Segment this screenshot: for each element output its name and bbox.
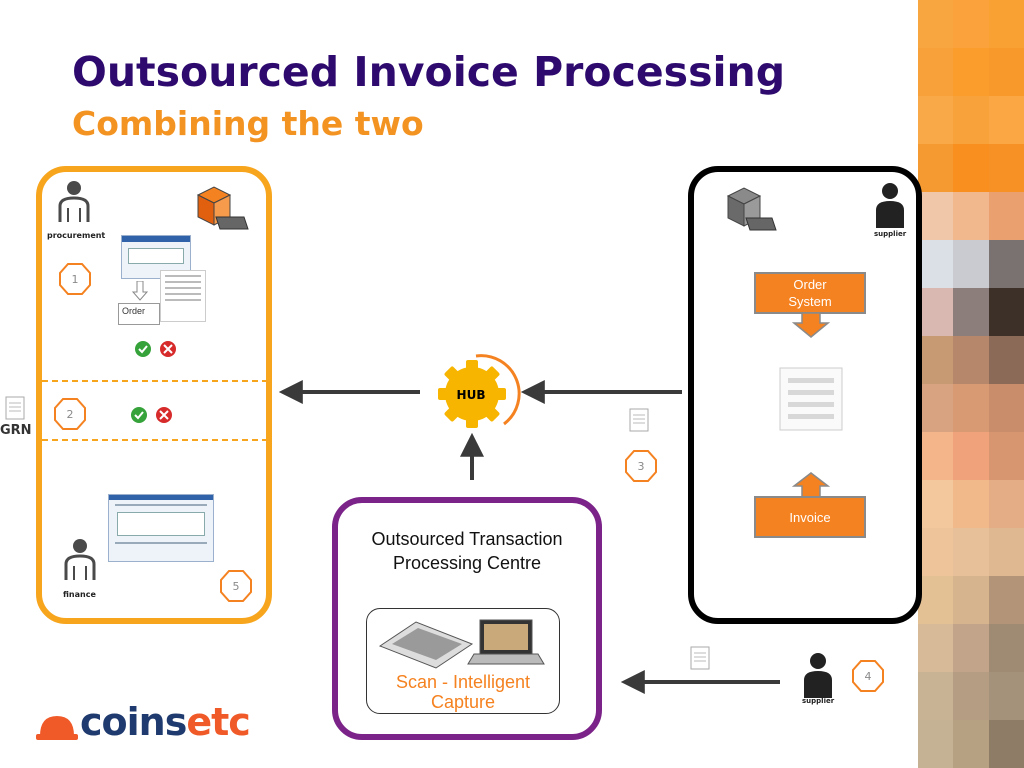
up-arrow-icon (792, 472, 830, 498)
order-label: Order (122, 306, 146, 316)
mosaic-tile (953, 0, 989, 48)
document-icon (629, 408, 649, 432)
document-icon (5, 396, 25, 420)
mosaic-tile (953, 528, 989, 576)
mosaic-tile (918, 528, 954, 576)
procurement-person-icon (58, 181, 90, 222)
mosaic-tile (988, 624, 1024, 672)
mosaic-tile (918, 240, 954, 288)
computer-icon (196, 186, 249, 230)
step-2-badge: 2 (53, 397, 87, 431)
mosaic-tile (918, 96, 954, 144)
supplier-person-icon (804, 653, 832, 698)
step-3-badge: 3 (624, 449, 658, 483)
mosaic-tile (953, 480, 989, 528)
mosaic-tile (953, 192, 989, 240)
mosaic-tile (918, 144, 954, 192)
supplier-panel (688, 166, 922, 624)
mosaic-tile (988, 480, 1024, 528)
mosaic-tile (953, 240, 989, 288)
mosaic-tile (988, 576, 1024, 624)
mosaic-tile (988, 384, 1024, 432)
mosaic-tile (953, 672, 989, 720)
mosaic-tile (988, 288, 1024, 336)
order-list-thumbnail (160, 270, 206, 322)
approve-reject-icons (131, 407, 172, 423)
supplier-label: supplier (802, 697, 835, 705)
mosaic-tile (988, 96, 1024, 144)
decorative-mosaic (918, 0, 1024, 768)
mosaic-tile (988, 432, 1024, 480)
finance-screen-thumbnail (108, 494, 214, 562)
transaction-centre-panel (332, 497, 602, 740)
document-icon (690, 646, 710, 670)
mosaic-tile (988, 192, 1024, 240)
mosaic-tile (988, 528, 1024, 576)
mosaic-tile (988, 144, 1024, 192)
mosaic-tile (988, 720, 1024, 768)
mosaic-tile (918, 192, 954, 240)
finance-person-icon (64, 539, 96, 580)
finance-label: finance (63, 590, 96, 599)
mosaic-tile (953, 288, 989, 336)
mosaic-tile (918, 576, 954, 624)
grn-label: GRN (0, 423, 32, 438)
mosaic-tile (953, 384, 989, 432)
scan-capture-box (366, 608, 560, 714)
page-title: Outsourced Invoice Processing (72, 48, 786, 96)
dashed-divider (42, 380, 268, 382)
mosaic-tile (918, 48, 954, 96)
computer-icon (726, 187, 777, 231)
mosaic-tile (953, 624, 989, 672)
mosaic-tile (918, 624, 954, 672)
hub-label: HUB (456, 388, 486, 402)
mosaic-tile (918, 672, 954, 720)
supplier-person-icon (876, 183, 904, 228)
down-arrow-icon (132, 281, 148, 301)
mosaic-tile (918, 384, 954, 432)
coinsetc-logo: coinsetc (80, 700, 251, 744)
transaction-centre-title: Outsourced Transaction Processing Centre (371, 529, 563, 573)
hard-hat-logo-icon (36, 716, 78, 740)
procurement-label: procurement (47, 231, 106, 240)
mosaic-tile (988, 336, 1024, 384)
step-5-badge: 5 (219, 569, 253, 603)
procurement-finance-panel (36, 166, 272, 624)
mosaic-tile (953, 96, 989, 144)
mosaic-tile (918, 720, 954, 768)
mosaic-tile (988, 672, 1024, 720)
mosaic-tile (918, 336, 954, 384)
hub-gear-icon (438, 354, 521, 428)
step-4-badge: 4 (851, 659, 885, 693)
mosaic-tile (918, 288, 954, 336)
supplier-label: supplier (874, 230, 907, 238)
mosaic-tile (953, 336, 989, 384)
mosaic-tile (953, 144, 989, 192)
mosaic-tile (953, 720, 989, 768)
mosaic-tile (918, 480, 954, 528)
invoice-document-icon (779, 367, 843, 431)
mosaic-tile (953, 432, 989, 480)
page-subtitle: Combining the two (72, 104, 424, 143)
approve-reject-icons (135, 341, 176, 357)
mosaic-tile (988, 0, 1024, 48)
scan-capture-label: Scan - Intelligent Capture (395, 672, 531, 712)
mosaic-tile (988, 48, 1024, 96)
mosaic-tile (918, 0, 954, 48)
mosaic-tile (918, 432, 954, 480)
step-1-badge: 1 (58, 262, 92, 296)
dashed-divider (42, 439, 268, 441)
order-document: Order (118, 303, 160, 325)
scanner-laptop-icon (378, 619, 545, 669)
down-arrow-icon (792, 313, 830, 338)
mosaic-tile (953, 48, 989, 96)
mosaic-tile (953, 576, 989, 624)
mosaic-tile (988, 240, 1024, 288)
order-system-box: Order System (754, 272, 866, 314)
invoice-box: Invoice (754, 496, 866, 538)
